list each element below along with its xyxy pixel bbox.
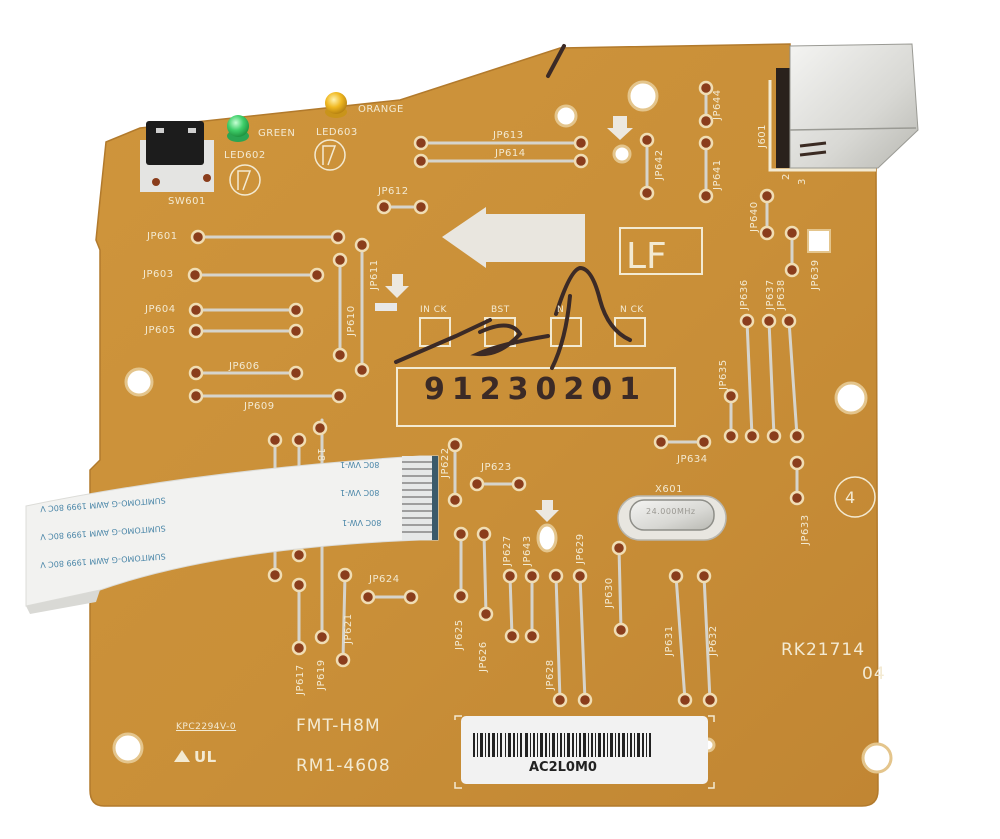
handwritten-serial: 91230201 xyxy=(424,372,647,407)
label-jp617: JP617 xyxy=(295,664,306,695)
label-revision-code: RK21714 xyxy=(781,640,866,660)
label-j601: J601 xyxy=(757,123,768,148)
connector-j601 xyxy=(768,43,919,172)
slot-cutout xyxy=(375,303,397,311)
label-orange: ORANGE xyxy=(358,104,404,115)
crystal-x601 xyxy=(617,495,727,541)
label-jp613: JP613 xyxy=(493,130,524,141)
label-jp605: JP605 xyxy=(145,325,176,336)
label-jp630: JP630 xyxy=(604,577,615,608)
ribbon-end-mark-3: 80C VW-1 xyxy=(342,518,382,527)
label-jp642: JP642 xyxy=(654,149,665,180)
label-green: GREEN xyxy=(258,128,296,139)
solder-pads xyxy=(187,80,805,708)
label-jp604: JP604 xyxy=(145,304,176,315)
ribbon-cable xyxy=(25,455,439,614)
label-bst: BST xyxy=(491,305,510,315)
label-jp629: JP629 xyxy=(575,533,586,564)
label-x601: X601 xyxy=(655,484,683,495)
label-revision-suffix: 04 xyxy=(862,664,886,684)
label-jp637: JP637 xyxy=(765,279,776,310)
label-jp635: JP635 xyxy=(718,359,729,390)
led-polarity-marks xyxy=(229,139,346,196)
label-model-rm: RM1-4608 xyxy=(296,756,391,776)
label-jp636: JP636 xyxy=(739,279,750,310)
label-jp619: JP619 xyxy=(316,659,327,690)
label-pin-3: 3 xyxy=(797,178,808,185)
label-jp624: JP624 xyxy=(369,574,400,585)
label-jp643: JP643 xyxy=(522,535,533,566)
label-ul-code: KPC2294V-0 xyxy=(176,722,237,732)
label-pin-2: 2 xyxy=(781,173,792,180)
label-jp625: JP625 xyxy=(454,619,465,650)
label-jp639: JP639 xyxy=(810,259,821,290)
label-jp622: JP622 xyxy=(440,447,451,478)
label-position-4: 4 xyxy=(845,488,856,507)
marker-scribble xyxy=(394,44,632,370)
label-jp601: JP601 xyxy=(147,231,178,242)
label-jp627: JP627 xyxy=(502,535,513,566)
direction-arrow-icon xyxy=(442,207,585,268)
label-n: N xyxy=(557,305,565,315)
label-n-ck: N CK xyxy=(620,305,644,315)
switch-sw601 xyxy=(140,121,214,192)
position-marker xyxy=(834,476,876,518)
down-arrow-icons xyxy=(385,116,633,522)
label-ul-mark: UL xyxy=(194,748,217,766)
label-jp633: JP633 xyxy=(800,514,811,545)
label-jp611: JP611 xyxy=(369,259,380,290)
label-led602: LED602 xyxy=(224,150,266,161)
label-sw601: SW601 xyxy=(168,196,206,207)
barcode-text: AC2L0M0 xyxy=(529,760,597,775)
ul-mark-icon xyxy=(174,750,190,762)
label-jp623: JP623 xyxy=(481,462,512,473)
label-jp632: JP632 xyxy=(708,625,719,656)
mounting-holes xyxy=(112,80,893,774)
label-jp626: JP626 xyxy=(478,641,489,672)
label-jp634: JP634 xyxy=(677,454,708,465)
label-jp609: JP609 xyxy=(244,401,275,412)
label-jp603: JP603 xyxy=(143,269,174,280)
ribbon-end-mark-1: 80C VW-1 xyxy=(340,460,380,469)
label-jp606: JP606 xyxy=(229,361,260,372)
label-jp640: JP640 xyxy=(749,201,760,232)
led-green xyxy=(227,115,249,142)
led-orange xyxy=(325,92,347,118)
crystal-marking: 24.000MHz xyxy=(646,507,696,516)
label-jp621: JP621 xyxy=(343,613,354,644)
barcode-sticker xyxy=(454,715,715,789)
label-in-ck: IN CK xyxy=(420,305,447,315)
label-jp612: JP612 xyxy=(378,186,409,197)
lf-label: LF xyxy=(626,236,667,277)
ribbon-end-mark-2: 80C VW-1 xyxy=(340,488,380,497)
square-cutout xyxy=(807,229,831,253)
label-jp631: JP631 xyxy=(664,625,675,656)
label-model-fmt: FMT-H8M xyxy=(296,716,381,736)
lf-box xyxy=(619,227,703,275)
label-jp638: JP638 xyxy=(776,279,787,310)
label-jp610: JP610 xyxy=(346,305,357,336)
label-led603: LED603 xyxy=(316,127,358,138)
label-jp618: 18 xyxy=(315,448,326,462)
label-jp641: JP641 xyxy=(712,159,723,190)
label-jp614: JP614 xyxy=(495,148,526,159)
label-jp644: JP644 xyxy=(712,89,723,120)
serial-box xyxy=(396,367,676,427)
label-jp628: JP628 xyxy=(545,659,556,690)
